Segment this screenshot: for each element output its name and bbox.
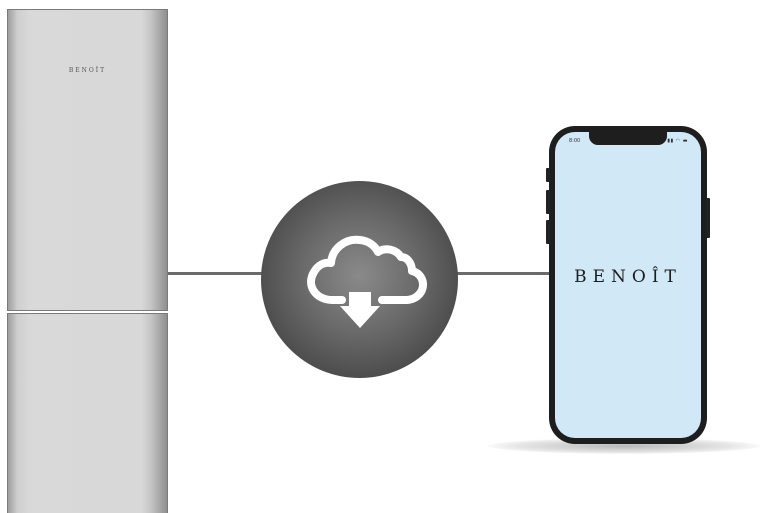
app-brand-label: BENOÎT <box>574 267 682 287</box>
phone-shadow <box>488 438 760 454</box>
connector-line-left <box>168 272 268 275</box>
phone-side-button <box>546 168 550 182</box>
phone-notch <box>589 132 667 145</box>
fridge-top-door: BENOÎT <box>7 9 168 311</box>
phone-screen: 8:00 ▮▮ ◠ ▬ BENOÎT <box>555 132 701 438</box>
fridge-bottom-door <box>7 313 168 513</box>
connector-line-right <box>452 272 554 275</box>
status-icons: ▮▮ ◠ ▬ <box>667 138 688 144</box>
smartphone: 8:00 ▮▮ ◠ ▬ BENOÎT <box>546 126 710 444</box>
phone-volume-up-button <box>546 190 550 214</box>
cloud-download-circle <box>261 181 458 378</box>
phone-power-button <box>706 198 710 238</box>
phone-volume-down-button <box>546 220 550 244</box>
cloud-download-icon <box>307 235 427 328</box>
status-time: 8:00 <box>569 138 581 144</box>
fridge-brand-label: BENOÎT <box>68 67 107 74</box>
